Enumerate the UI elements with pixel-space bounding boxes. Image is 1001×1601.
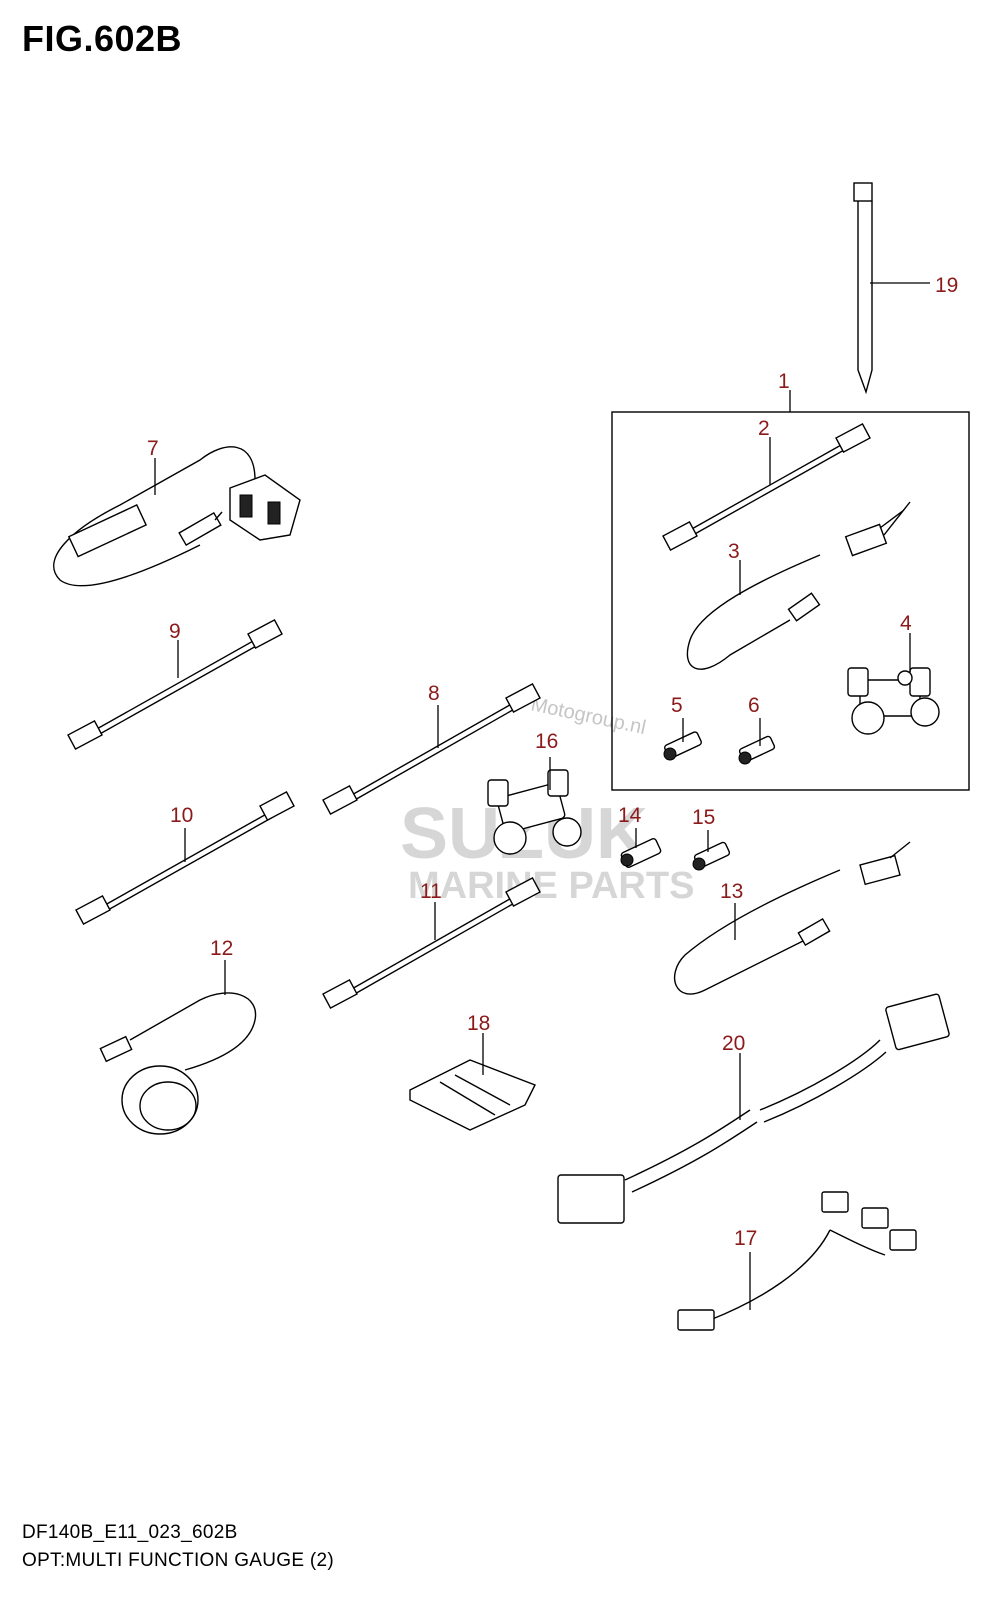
part-6-terminator xyxy=(738,735,776,765)
part-12-transducer xyxy=(99,992,257,1135)
figure-title: FIG.602B xyxy=(22,18,183,59)
callout-14: 14 xyxy=(618,804,642,827)
callout-15: 15 xyxy=(692,806,715,829)
callout-18: 18 xyxy=(467,1012,490,1035)
part-17-y-harness xyxy=(677,1191,917,1331)
figure-code: DF140B_E11_023_602B xyxy=(22,1522,238,1543)
part-14-terminator xyxy=(620,838,662,868)
part-9-cable xyxy=(67,618,283,751)
callout-8: 8 xyxy=(428,682,440,705)
callout-19: 19 xyxy=(935,274,958,297)
kit-box xyxy=(611,411,970,791)
callout-17: 17 xyxy=(734,1227,757,1250)
part-16-t-connector xyxy=(487,769,582,855)
part-15-terminator xyxy=(692,841,731,871)
part-7-cable-bracket xyxy=(53,446,301,587)
part-8-cable xyxy=(322,682,541,816)
callout-2: 2 xyxy=(758,417,770,440)
callout-11: 11 xyxy=(420,880,442,903)
part-5-terminator xyxy=(663,731,702,761)
callouts: 19 1 2 3 4 5 6 7 9 8 16 10 14 15 11 13 1… xyxy=(147,274,958,1250)
part-3-cable xyxy=(686,501,911,670)
callout-3: 3 xyxy=(728,540,740,563)
part-19-cable-tie xyxy=(853,182,873,395)
part-20-harness xyxy=(557,993,950,1224)
callout-6: 6 xyxy=(748,694,760,717)
callout-4: 4 xyxy=(900,612,912,635)
part-4-t-connector xyxy=(847,667,940,735)
part-13-cable xyxy=(674,841,911,995)
callout-9: 9 xyxy=(169,620,181,643)
callout-16: 16 xyxy=(535,730,558,753)
watermark-sub: MARINE PARTS xyxy=(408,865,694,907)
callout-20: 20 xyxy=(722,1032,745,1055)
leader-lines xyxy=(154,282,930,1310)
callout-1: 1 xyxy=(778,370,790,393)
part-18-bag xyxy=(409,1059,536,1131)
callout-5: 5 xyxy=(671,694,683,717)
callout-12: 12 xyxy=(210,937,233,960)
part-11-cable xyxy=(322,876,541,1010)
callout-10: 10 xyxy=(170,804,193,827)
part-10-cable xyxy=(75,790,295,926)
callout-7: 7 xyxy=(147,437,159,460)
part-2-cable xyxy=(662,422,871,552)
figure-caption: OPT:MULTI FUNCTION GAUGE (2) xyxy=(22,1550,335,1571)
callout-13: 13 xyxy=(720,880,743,903)
